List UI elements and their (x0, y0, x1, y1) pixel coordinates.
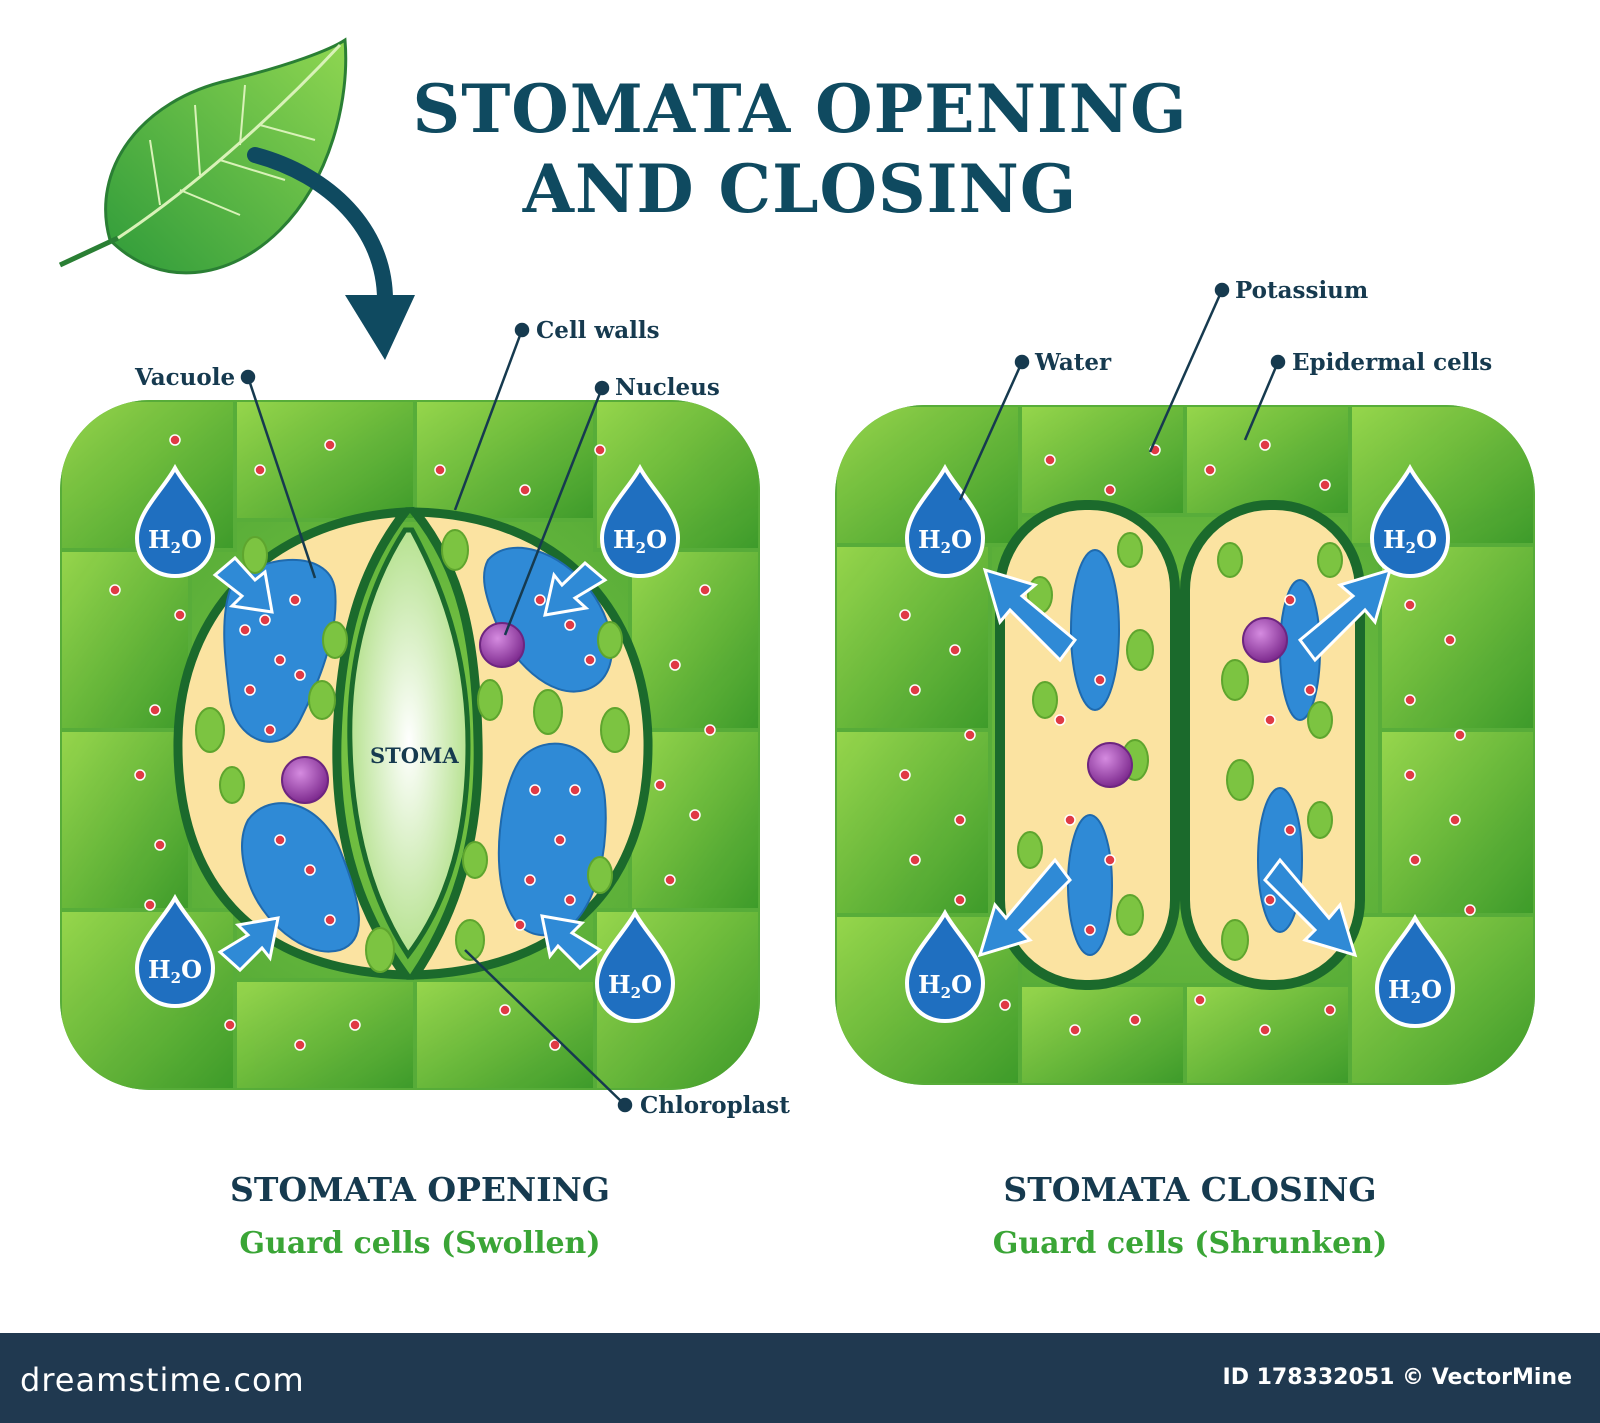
opening-subcaption: Guard cells (Swollen) (239, 1226, 601, 1261)
label-pointers (240, 282, 1286, 1113)
potassium-dots-right (899, 439, 1476, 1036)
water-drop-icon: H2O (1374, 913, 1456, 1029)
arrow-out-4 (1263, 857, 1358, 958)
label-water: Water (1034, 349, 1112, 376)
water-drop-icon: H2O (594, 908, 676, 1024)
water-drop-icon: H2O (1369, 463, 1451, 579)
closing-caption: STOMATA CLOSING (1003, 1170, 1377, 1209)
h2o-label: H2O (608, 970, 662, 1002)
leaf-icon (58, 37, 348, 275)
arrow-out-2 (1297, 567, 1393, 663)
closing-subcaption: Guard cells (Shrunken) (992, 1226, 1388, 1261)
water-drop-icon: H2O (904, 908, 986, 1024)
label-cell-walls: Cell walls (536, 317, 660, 344)
arrow-out-1 (982, 567, 1078, 663)
label-stoma: STOMA (370, 743, 459, 768)
h2o-label: H2O (918, 970, 972, 1002)
arrow-in-4 (540, 914, 603, 971)
arrow-in-1 (212, 555, 274, 614)
h2o-label: H2O (148, 955, 202, 987)
footer-bar: dreamstime.com ID 178332051 © VectorMine (0, 1333, 1600, 1423)
chloroplasts-right (1017, 532, 1343, 961)
labels: Vacuole Cell walls Nucleus STOMA Chlorop… (134, 277, 1492, 1119)
h2o-label: H2O (918, 525, 972, 557)
water-drops: H2O H2O H2O H2O H2O H2O H2O H2O (134, 463, 1456, 1029)
label-potassium: Potassium (1235, 277, 1368, 304)
label-vacuole: Vacuole (134, 364, 235, 391)
arrow-out-3 (977, 857, 1072, 958)
h2o-label: H2O (1388, 975, 1442, 1007)
nucleus-right-2 (1242, 617, 1288, 663)
stoma-pore (347, 527, 471, 960)
water-drop-icon: H2O (134, 463, 216, 579)
h2o-label: H2O (613, 525, 667, 557)
nucleus-right-1 (1087, 742, 1133, 788)
nucleus-left-2 (479, 622, 525, 668)
curved-arrow-icon (247, 147, 415, 360)
water-drop-icon: H2O (134, 893, 216, 1009)
label-epidermal-cells: Epidermal cells (1292, 349, 1492, 376)
label-nucleus: Nucleus (615, 374, 720, 401)
label-chloroplast: Chloroplast (640, 1092, 790, 1119)
footer-brand: dreamstime.com (20, 1361, 305, 1399)
title-line-1: STOMATA OPENING (412, 70, 1188, 148)
water-drop-icon: H2O (904, 463, 986, 579)
title-line-2: AND CLOSING (522, 150, 1078, 228)
water-drop-icon: H2O (599, 463, 681, 579)
nucleus-left-1 (281, 756, 329, 804)
footer-credit: ID 178332051 © VectorMine (1222, 1365, 1572, 1390)
arrow-in-2 (543, 560, 608, 617)
h2o-label: H2O (148, 525, 202, 557)
h2o-label: H2O (1383, 525, 1437, 557)
opening-caption: STOMATA OPENING (230, 1170, 610, 1209)
arrow-in-3 (217, 916, 280, 973)
water-arrows (212, 555, 1393, 973)
stomata-illustration: H2O H2O H2O H2O H2O H2O H2O H2O Vacuole Cell wa… (58, 37, 1535, 1119)
